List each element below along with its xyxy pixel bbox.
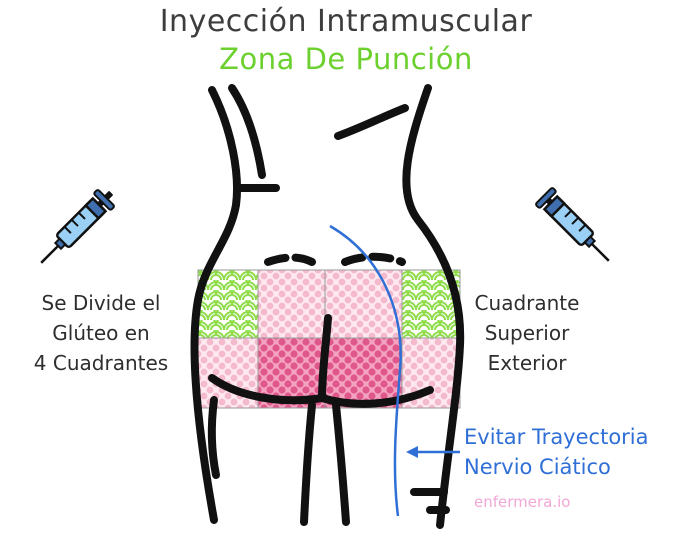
- syringe-icon: [535, 187, 610, 262]
- quadrants-label-line: Se Divide el: [41, 291, 161, 315]
- nerve-arrow: [406, 446, 460, 458]
- sciatic-nerve-label-line: Nervio Ciático: [464, 455, 611, 479]
- sciatic-nerve-label-line: Evitar Trayectoria: [464, 425, 649, 449]
- upper-outer-quadrant-label-line: Superior: [484, 321, 570, 345]
- watermark: enfermera.io: [474, 493, 571, 511]
- quadrants-label: Se Divide el Glúteo en 4 Cuadrantes: [6, 288, 196, 378]
- diagram-subtitle: Zona De Punción: [219, 42, 473, 76]
- upper-outer-quadrant-label: Cuadrante Superior Exterior: [452, 288, 602, 378]
- left-buttock-quadrants: [198, 270, 325, 408]
- body-outline: [190, 84, 465, 529]
- diagram-title: Inyección Intramuscular: [159, 4, 533, 39]
- quadrants-label-line: 4 Cuadrantes: [33, 351, 169, 375]
- upper-outer-quadrant-label-line: Cuadrante: [474, 291, 580, 315]
- right-buttock-quadrants: [325, 270, 460, 408]
- right-upper-inner-quadrant: [325, 270, 402, 338]
- left-upper-outer-quadrant: [198, 270, 258, 338]
- upper-outer-quadrant-label-line: Exterior: [487, 351, 567, 375]
- sciatic-nerve-path: [329, 224, 402, 517]
- right-lower-inner-quadrant: [325, 338, 402, 408]
- quadrants-label-line: Glúteo en: [52, 321, 150, 345]
- left-upper-inner-quadrant: [258, 270, 325, 338]
- syringe-icon: [40, 189, 115, 264]
- sciatic-nerve-label: Evitar Trayectoria Nervio Ciático: [464, 422, 689, 482]
